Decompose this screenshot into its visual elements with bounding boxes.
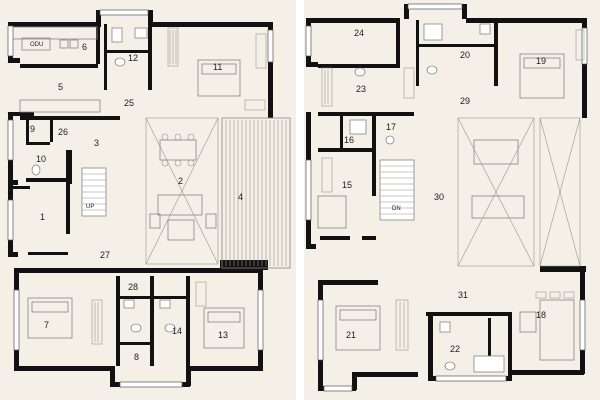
room-label-7: 7 (44, 320, 49, 330)
room-label-23: 23 (356, 84, 366, 94)
room-label-31: 31 (458, 290, 468, 300)
room-label-20: 20 (460, 50, 470, 60)
left-floor-plan (0, 0, 296, 400)
room-label-22: 22 (450, 344, 460, 354)
plan-divider (296, 0, 304, 400)
room-label-11: 11 (213, 62, 222, 72)
odu-label: ODU (30, 42, 43, 48)
room-label-12: 12 (128, 53, 138, 63)
room-label-2: 2 (178, 176, 183, 186)
stair-down-label: DN (392, 206, 401, 212)
room-labels: 1 2 3 4 5 6 7 8 9 10 11 12 13 14 25 26 2… (30, 28, 546, 362)
room-label-27: 27 (100, 250, 110, 260)
deck-slats (225, 120, 287, 266)
room-label-30: 30 (434, 192, 444, 202)
room-label-19: 19 (536, 56, 546, 66)
room-label-28: 28 (128, 282, 138, 292)
right-plan-background (304, 0, 600, 400)
room-label-17: 17 (386, 122, 396, 132)
room-label-16: 16 (344, 135, 354, 145)
room-label-18: 18 (536, 310, 546, 320)
room-label-14: 14 (172, 326, 182, 336)
room-label-1: 1 (40, 212, 45, 222)
room-label-5: 5 (58, 82, 63, 92)
room-label-3: 3 (94, 138, 99, 148)
room-label-10: 10 (36, 154, 46, 164)
stair-up-label: UP (86, 204, 94, 210)
room-label-25: 25 (124, 98, 134, 108)
room-label-15: 15 (342, 180, 352, 190)
room-label-13: 13 (218, 330, 228, 340)
room-label-6: 6 (82, 42, 87, 52)
room-label-29: 29 (460, 96, 470, 106)
right-floor-plan (304, 0, 600, 400)
room-label-24: 24 (354, 28, 364, 38)
room-label-26: 26 (58, 127, 68, 137)
room-label-8: 8 (134, 352, 139, 362)
room-label-21: 21 (346, 330, 356, 340)
room-label-9: 9 (30, 124, 35, 134)
room-label-4: 4 (238, 192, 243, 202)
